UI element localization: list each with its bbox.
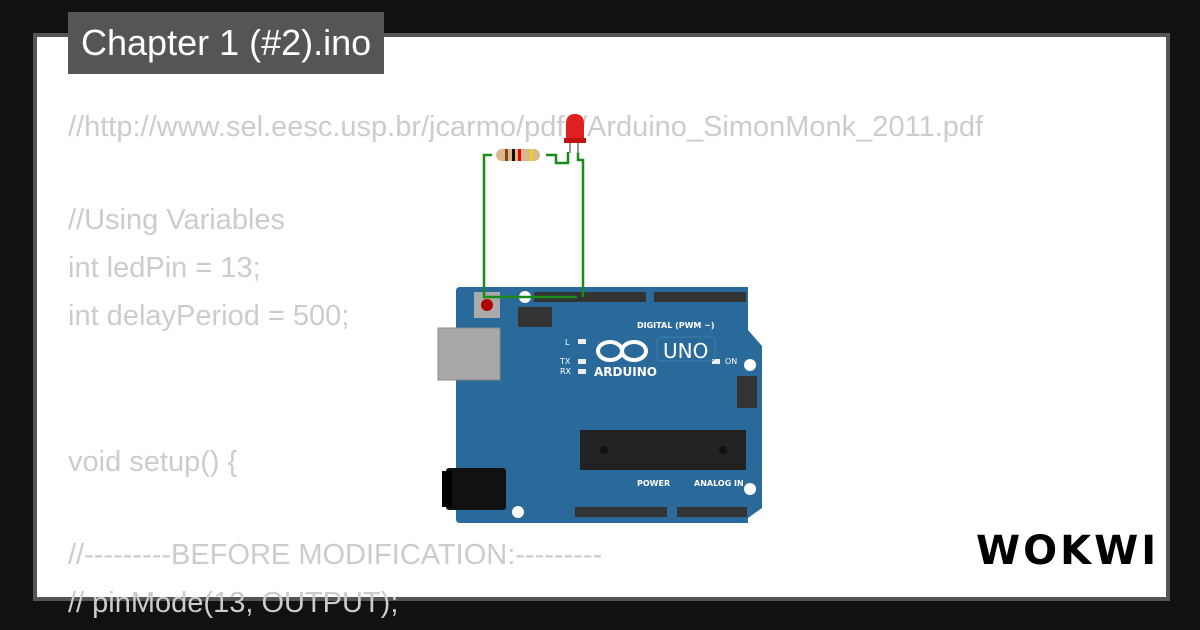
led-l-label: L: [565, 338, 570, 347]
on-label: ON: [725, 357, 737, 366]
power-jack: [446, 468, 506, 510]
code-line: //Using Variables: [68, 204, 286, 236]
code-line: // pinMode(13, OUTPUT);: [68, 587, 399, 619]
digital-header-2: [654, 292, 746, 302]
digital-label: DIGITAL (PWM ~): [637, 321, 715, 330]
uno-model: UNO: [663, 339, 708, 363]
code-line: void setup() {: [68, 446, 238, 478]
resistor: [496, 149, 540, 161]
arduino-logo-icon: [596, 340, 648, 362]
analog-header: [677, 507, 747, 517]
red-led: [564, 114, 586, 153]
code-line: int ledPin = 13;: [68, 252, 261, 284]
wokwi-logo: WOKWI: [976, 528, 1160, 574]
led-tx-label: TX: [559, 357, 571, 366]
code-line: //http://www.sel.eesc.usp.br/jcarmo/pdfs…: [68, 111, 984, 143]
wire[interactable]: [482, 152, 585, 299]
code-line: int delayPeriod = 500;: [68, 300, 350, 332]
arduino-brand: ARDUINO: [594, 365, 657, 379]
analog-label: ANALOG IN: [694, 479, 744, 488]
arduino-uno-board: L TX RX ON DIGITAL (PWM ~) ARDUINO UNO P…: [437, 287, 762, 523]
power-header: [575, 507, 667, 517]
code-line: //---------BEFORE MODIFICATION:---------: [68, 539, 603, 571]
led-rx-label: RX: [560, 367, 572, 376]
usb-port: [437, 327, 501, 381]
digital-header-1: [534, 292, 646, 302]
power-label: POWER: [637, 479, 670, 488]
project-title: Chapter 1 (#2).ino: [68, 12, 385, 74]
